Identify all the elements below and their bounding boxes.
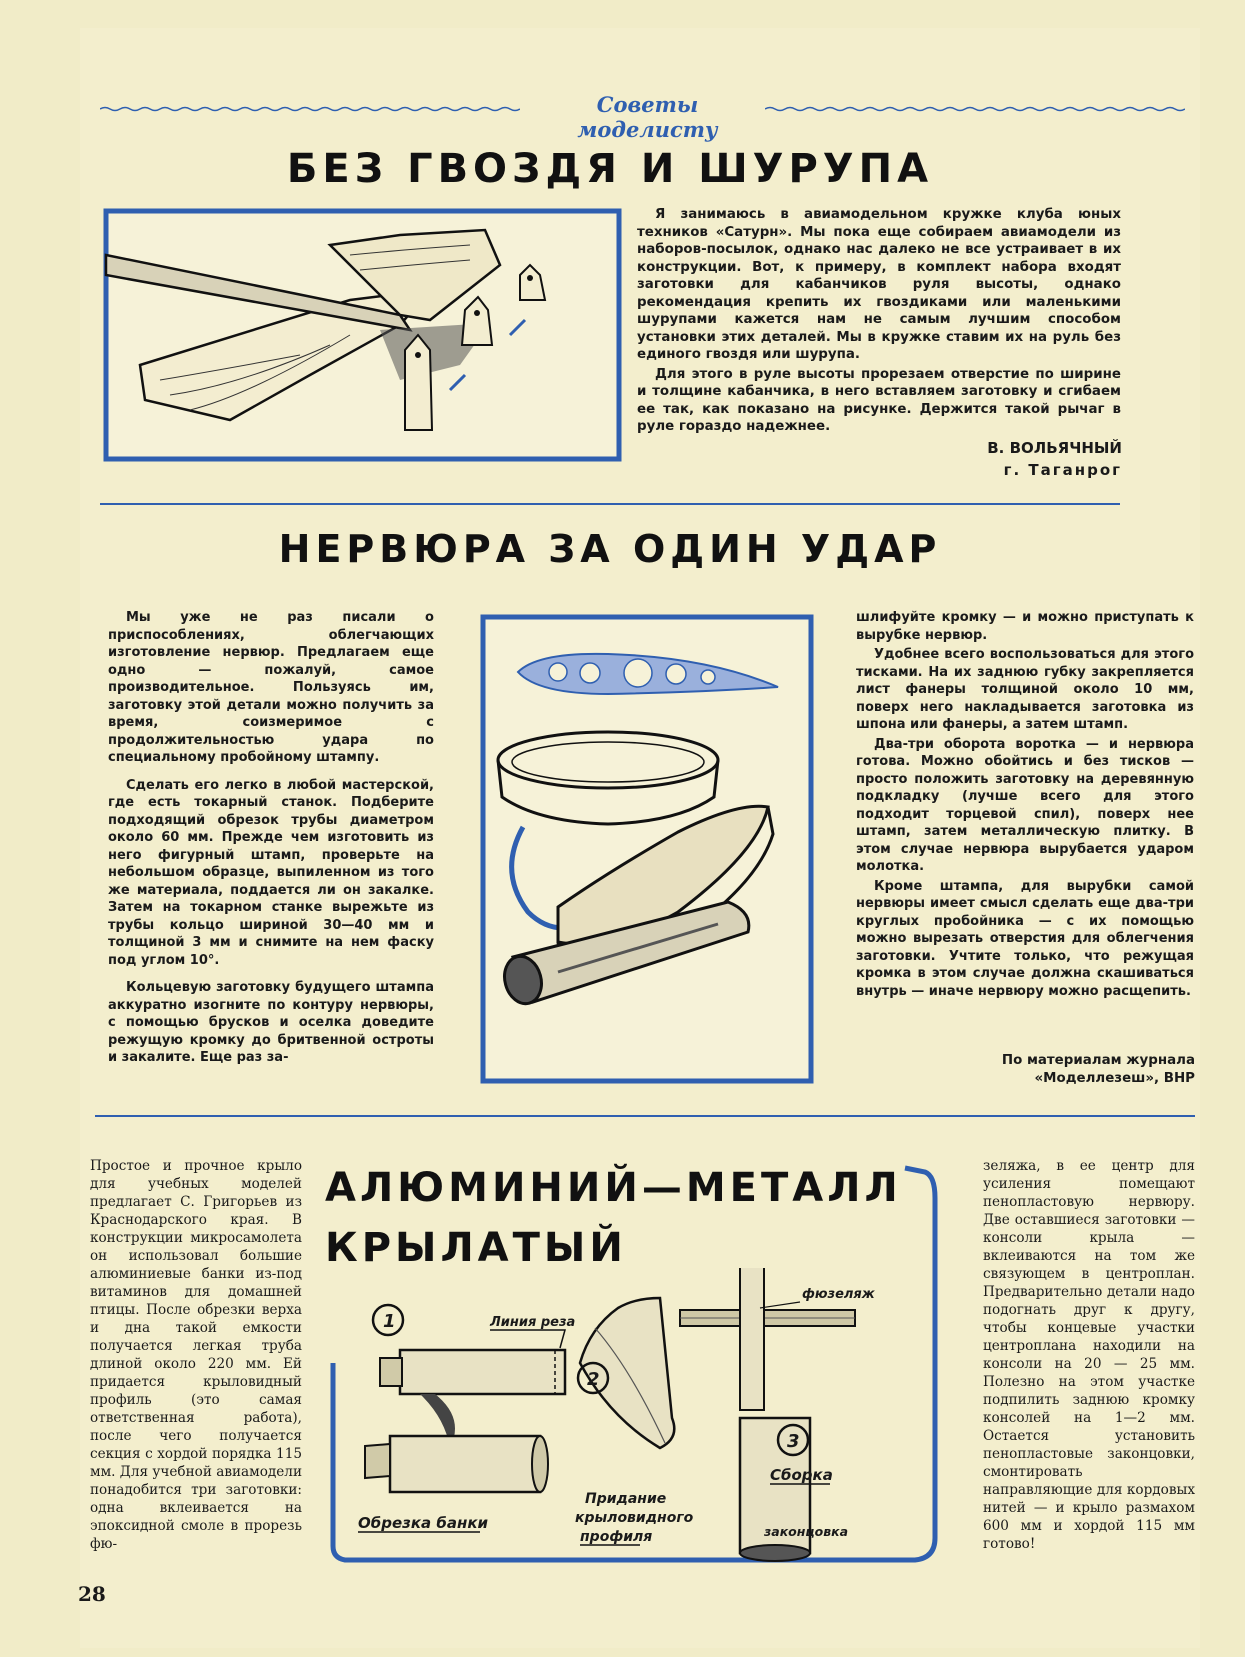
- step1-badge: [371, 1303, 405, 1337]
- article2-source: По материалам журнала «Моделлезеш», ВНР: [900, 1052, 1195, 1088]
- cut-line-label: Линия реза: [489, 1315, 575, 1330]
- rubric-label: Советы моделисту: [577, 92, 718, 142]
- article1-signature: В. ВОЛЬЯЧНЫЙ г. Таганрог: [860, 437, 1122, 481]
- article1-title: БЕЗ ГВОЗДЯ И ШУРУПА: [286, 146, 934, 192]
- step3-number: 3: [787, 1431, 800, 1452]
- article3-title-line1: АЛЮМИНИЙ—МЕТАЛЛ: [325, 1165, 902, 1211]
- article2-left-paragraph-1: Мы уже не раз писали о приспособлениях, …: [108, 610, 434, 765]
- step2-number: 2: [587, 1369, 600, 1390]
- article2-right-paragraph-3: Два-три оборота воротка — и нервюра гото…: [856, 736, 1194, 875]
- article2-title: НЕРВЮРА ЗА ОДИН УДАР: [278, 527, 942, 571]
- step1-number: 1: [383, 1311, 396, 1332]
- article1-paragraph-1: Я занимаюсь в авиамодельном кружке клуба…: [637, 207, 1121, 362]
- article2-right-paragraph-1: шлифуйте кромку — и можно приступать к в…: [856, 610, 1194, 643]
- article3-left-paragraph: Простое и прочное крыло для учебных моде…: [90, 1158, 303, 1552]
- profile-label-line3: профиля: [580, 1529, 652, 1545]
- article1-illustration: [103, 208, 622, 462]
- divider-2: [95, 1115, 1195, 1117]
- fuselage-label: фюзеляж: [802, 1287, 876, 1302]
- article2-left-paragraph-3: Кольцевую заготовку будущего штампа акку…: [108, 980, 434, 1065]
- profile-label-line1: Придание: [585, 1491, 666, 1507]
- rubric-header: Советы моделисту: [100, 92, 1185, 142]
- can-cut-label: Обрезка банки: [358, 1514, 489, 1532]
- article1-author: В. ВОЛЬЯЧНЫЙ: [987, 439, 1122, 457]
- article2-left-paragraph-2: Сделать его легко в любой мастерской, гд…: [108, 777, 434, 968]
- article3-title: АЛЮМИНИЙ—МЕТАЛЛ КРЫЛАТЫЙ: [325, 1158, 915, 1278]
- article2-right-paragraph-2: Удобнее всего воспользоваться для этого …: [856, 647, 1194, 732]
- wave-divider-left: [100, 106, 520, 112]
- wingtip-label: законцовка: [763, 1524, 848, 1539]
- article1-city: г. Таганрог: [1003, 461, 1122, 479]
- article2-source-line1: По материалам журнала: [1001, 1053, 1195, 1068]
- article2-illustration: [480, 614, 814, 1084]
- page-number: 28: [78, 1582, 106, 1606]
- step2-badge: [576, 1361, 610, 1395]
- article2-source-line2: «Моделлезеш», ВНР: [1034, 1071, 1195, 1086]
- article2-right-paragraph-4: Кроме штампа, для вырубки самой нервюры …: [856, 878, 1194, 999]
- wave-divider-right: [765, 106, 1185, 112]
- article3-left-text: Простое и прочное крыло для учебных моде…: [90, 1157, 302, 1555]
- article3-frame: [330, 1165, 938, 1563]
- profile-label-line2: крыловидного: [575, 1510, 694, 1526]
- article2-left-text: Мы уже не раз писали о приспособлениях, …: [108, 609, 434, 1069]
- article2-right-text: шлифуйте кромку — и можно приступать к в…: [856, 609, 1194, 1002]
- assembly-label: Сборка: [770, 1466, 833, 1484]
- divider-1: [100, 503, 1120, 505]
- article3-illustration: 1 Линия реза Обрезка банки 2 Придание кр…: [358, 1268, 876, 1562]
- article3-title-line2: КРЫЛАТЫЙ: [325, 1225, 627, 1271]
- article1-paragraph-2: Для этого в руле высоты прорезаем отверс…: [637, 366, 1121, 435]
- step3-badge: [776, 1423, 810, 1457]
- article3-right-text: зеляжа, в ее центр для усиления помещают…: [983, 1157, 1195, 1555]
- article3-right-paragraph: зеляжа, в ее центр для усиления помещают…: [983, 1158, 1195, 1552]
- article1-text: Я занимаюсь в авиамодельном кружке клуба…: [637, 206, 1121, 438]
